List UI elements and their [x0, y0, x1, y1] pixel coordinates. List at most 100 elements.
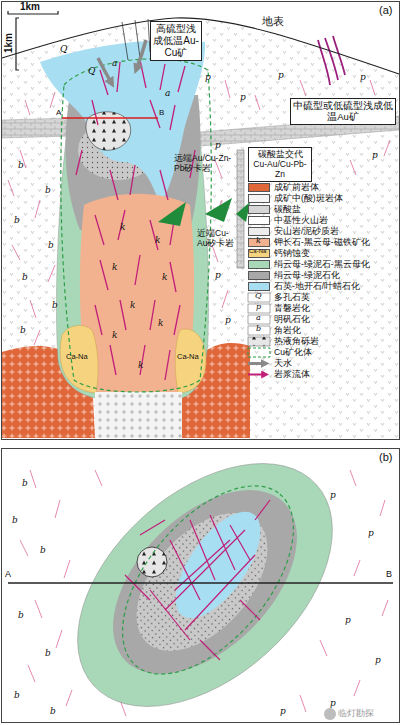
legend-swatch	[248, 183, 270, 192]
zone-letter: b	[12, 515, 18, 526]
swatch-letter: p	[256, 302, 261, 312]
legend-swatch	[248, 227, 270, 236]
zone-letter: p	[205, 72, 211, 83]
zone-letter: k	[130, 300, 135, 311]
legend-text: 成矿中(酸)斑岩体	[274, 193, 343, 204]
volcanic-host	[2, 18, 399, 438]
zone-letter: b	[40, 545, 46, 556]
legend-swatch	[248, 260, 270, 269]
zone-letter: p	[345, 615, 351, 626]
legend-text: 石英-地开石/叶蜡石化	[274, 281, 360, 292]
zone-letter: b	[45, 185, 51, 196]
skarn-label: 远端Au/Cu-Zn-Pb矽卡岩	[174, 153, 238, 173]
section-end: A	[5, 569, 11, 580]
legend-swatch	[248, 216, 270, 225]
swatch-letter: k	[256, 236, 261, 246]
callout-box: 碳酸盐交代Cu-Au/Cu-Pb-Zn	[248, 147, 312, 182]
zone-letter: b	[52, 300, 58, 311]
zone-letter: b	[14, 215, 20, 226]
advanced-argillic-zone	[40, 40, 205, 205]
zone-letter: b	[20, 325, 26, 336]
section-line	[62, 117, 158, 119]
legend-text: 成矿前岩体	[274, 182, 319, 193]
vein	[76, 60, 195, 380]
watermark: 临灯勘探	[338, 708, 374, 719]
zone-letter: k	[155, 235, 160, 246]
swatch-letter: Q	[255, 291, 262, 301]
section-end: A	[56, 108, 61, 118]
zone-letter: p	[360, 72, 366, 83]
zone-letter: k	[120, 222, 125, 233]
callout-text: 碳酸盐交代Cu-Au/Cu-Pb-Zn	[251, 149, 309, 180]
legend-arrow	[248, 362, 266, 365]
vein	[318, 36, 345, 85]
legend-text: 绢云母-绿泥石-黑云母化	[274, 259, 370, 270]
zone-letter: k	[158, 318, 163, 329]
legend-swatch	[248, 194, 270, 203]
legend-swatch	[248, 348, 270, 357]
skarn	[205, 198, 232, 222]
zone-letter: b	[48, 240, 54, 251]
ca-na-zone	[60, 325, 98, 393]
legend-text: 角岩化	[274, 325, 301, 336]
zone-letter: k	[112, 330, 117, 341]
cu-orebody-outline	[61, 59, 211, 392]
zone-letter: p	[372, 150, 378, 161]
zone-letter: Q	[88, 66, 95, 77]
zone-letter: k	[138, 360, 143, 371]
zone-letter: a	[165, 88, 170, 99]
section-end: B	[159, 108, 164, 118]
zone-letter: p	[330, 698, 336, 709]
legend-text: 明矾石化	[274, 314, 310, 325]
zone-letter: k	[112, 262, 117, 273]
zone-letter: b	[22, 478, 28, 489]
zone-letter: b	[14, 690, 20, 701]
zone-letter: p	[368, 528, 374, 539]
legend-swatch	[248, 337, 270, 346]
skarn-label: 近端Cu-Au矽卡岩	[197, 228, 237, 248]
zone-letter: b	[18, 160, 24, 171]
zone-letter: p	[375, 655, 381, 666]
zone-letter: p	[225, 315, 231, 326]
legend-text: 绢云母-绿泥石化	[274, 270, 340, 281]
ground-surface	[2, 18, 399, 74]
swatch-letter: b	[256, 324, 261, 334]
surface-label: 地表	[262, 15, 284, 28]
zone-letter: p	[330, 490, 336, 501]
zone-letter: Q	[60, 44, 67, 55]
skarn	[158, 202, 186, 226]
zone-letter: k	[162, 272, 167, 283]
sericite-chlorite-biotite-zone	[32, 416, 378, 725]
legend-text: 青磐岩化	[274, 303, 310, 314]
zone-letter: p	[278, 70, 284, 81]
zone-letter: p	[215, 270, 221, 281]
watermark-icon	[324, 708, 336, 720]
hydrothermal-breccia	[137, 547, 167, 577]
zone-letter: p	[280, 706, 286, 717]
legend-text: 热液角砾岩	[274, 336, 319, 347]
zone-letter: p	[240, 92, 246, 103]
callout-box: 高硫型浅成低温Au-Cu矿	[150, 21, 202, 61]
callout-box: 中硫型或低硫型浅成低温Au矿	[290, 98, 396, 125]
cu-orebody-outline	[90, 456, 326, 705]
carbonate-layer	[2, 118, 72, 138]
scale-bar	[16, 18, 19, 70]
legend-swatch	[248, 271, 270, 280]
sericite-chlorite-zone	[79, 456, 331, 708]
zone-letter: p	[215, 140, 221, 151]
legend-swatch	[248, 205, 270, 214]
scale-label: 1km	[20, 1, 40, 13]
callout-text: 中硫型或低硫型浅成低温Au矿	[293, 100, 393, 123]
vein	[125, 500, 270, 660]
dotted-zone	[111, 489, 292, 675]
zone-label: Ca-Na	[66, 352, 88, 361]
meteoric-arrow	[136, 40, 146, 70]
swatch-letter: a	[256, 313, 261, 323]
legend-arrow	[248, 374, 266, 376]
zone-letter: b	[22, 272, 28, 283]
panel-label: (b)	[379, 451, 392, 464]
panel-frame	[2, 449, 400, 723]
legend-text: 多孔石英	[274, 292, 310, 303]
zone-letter: b	[45, 648, 51, 659]
